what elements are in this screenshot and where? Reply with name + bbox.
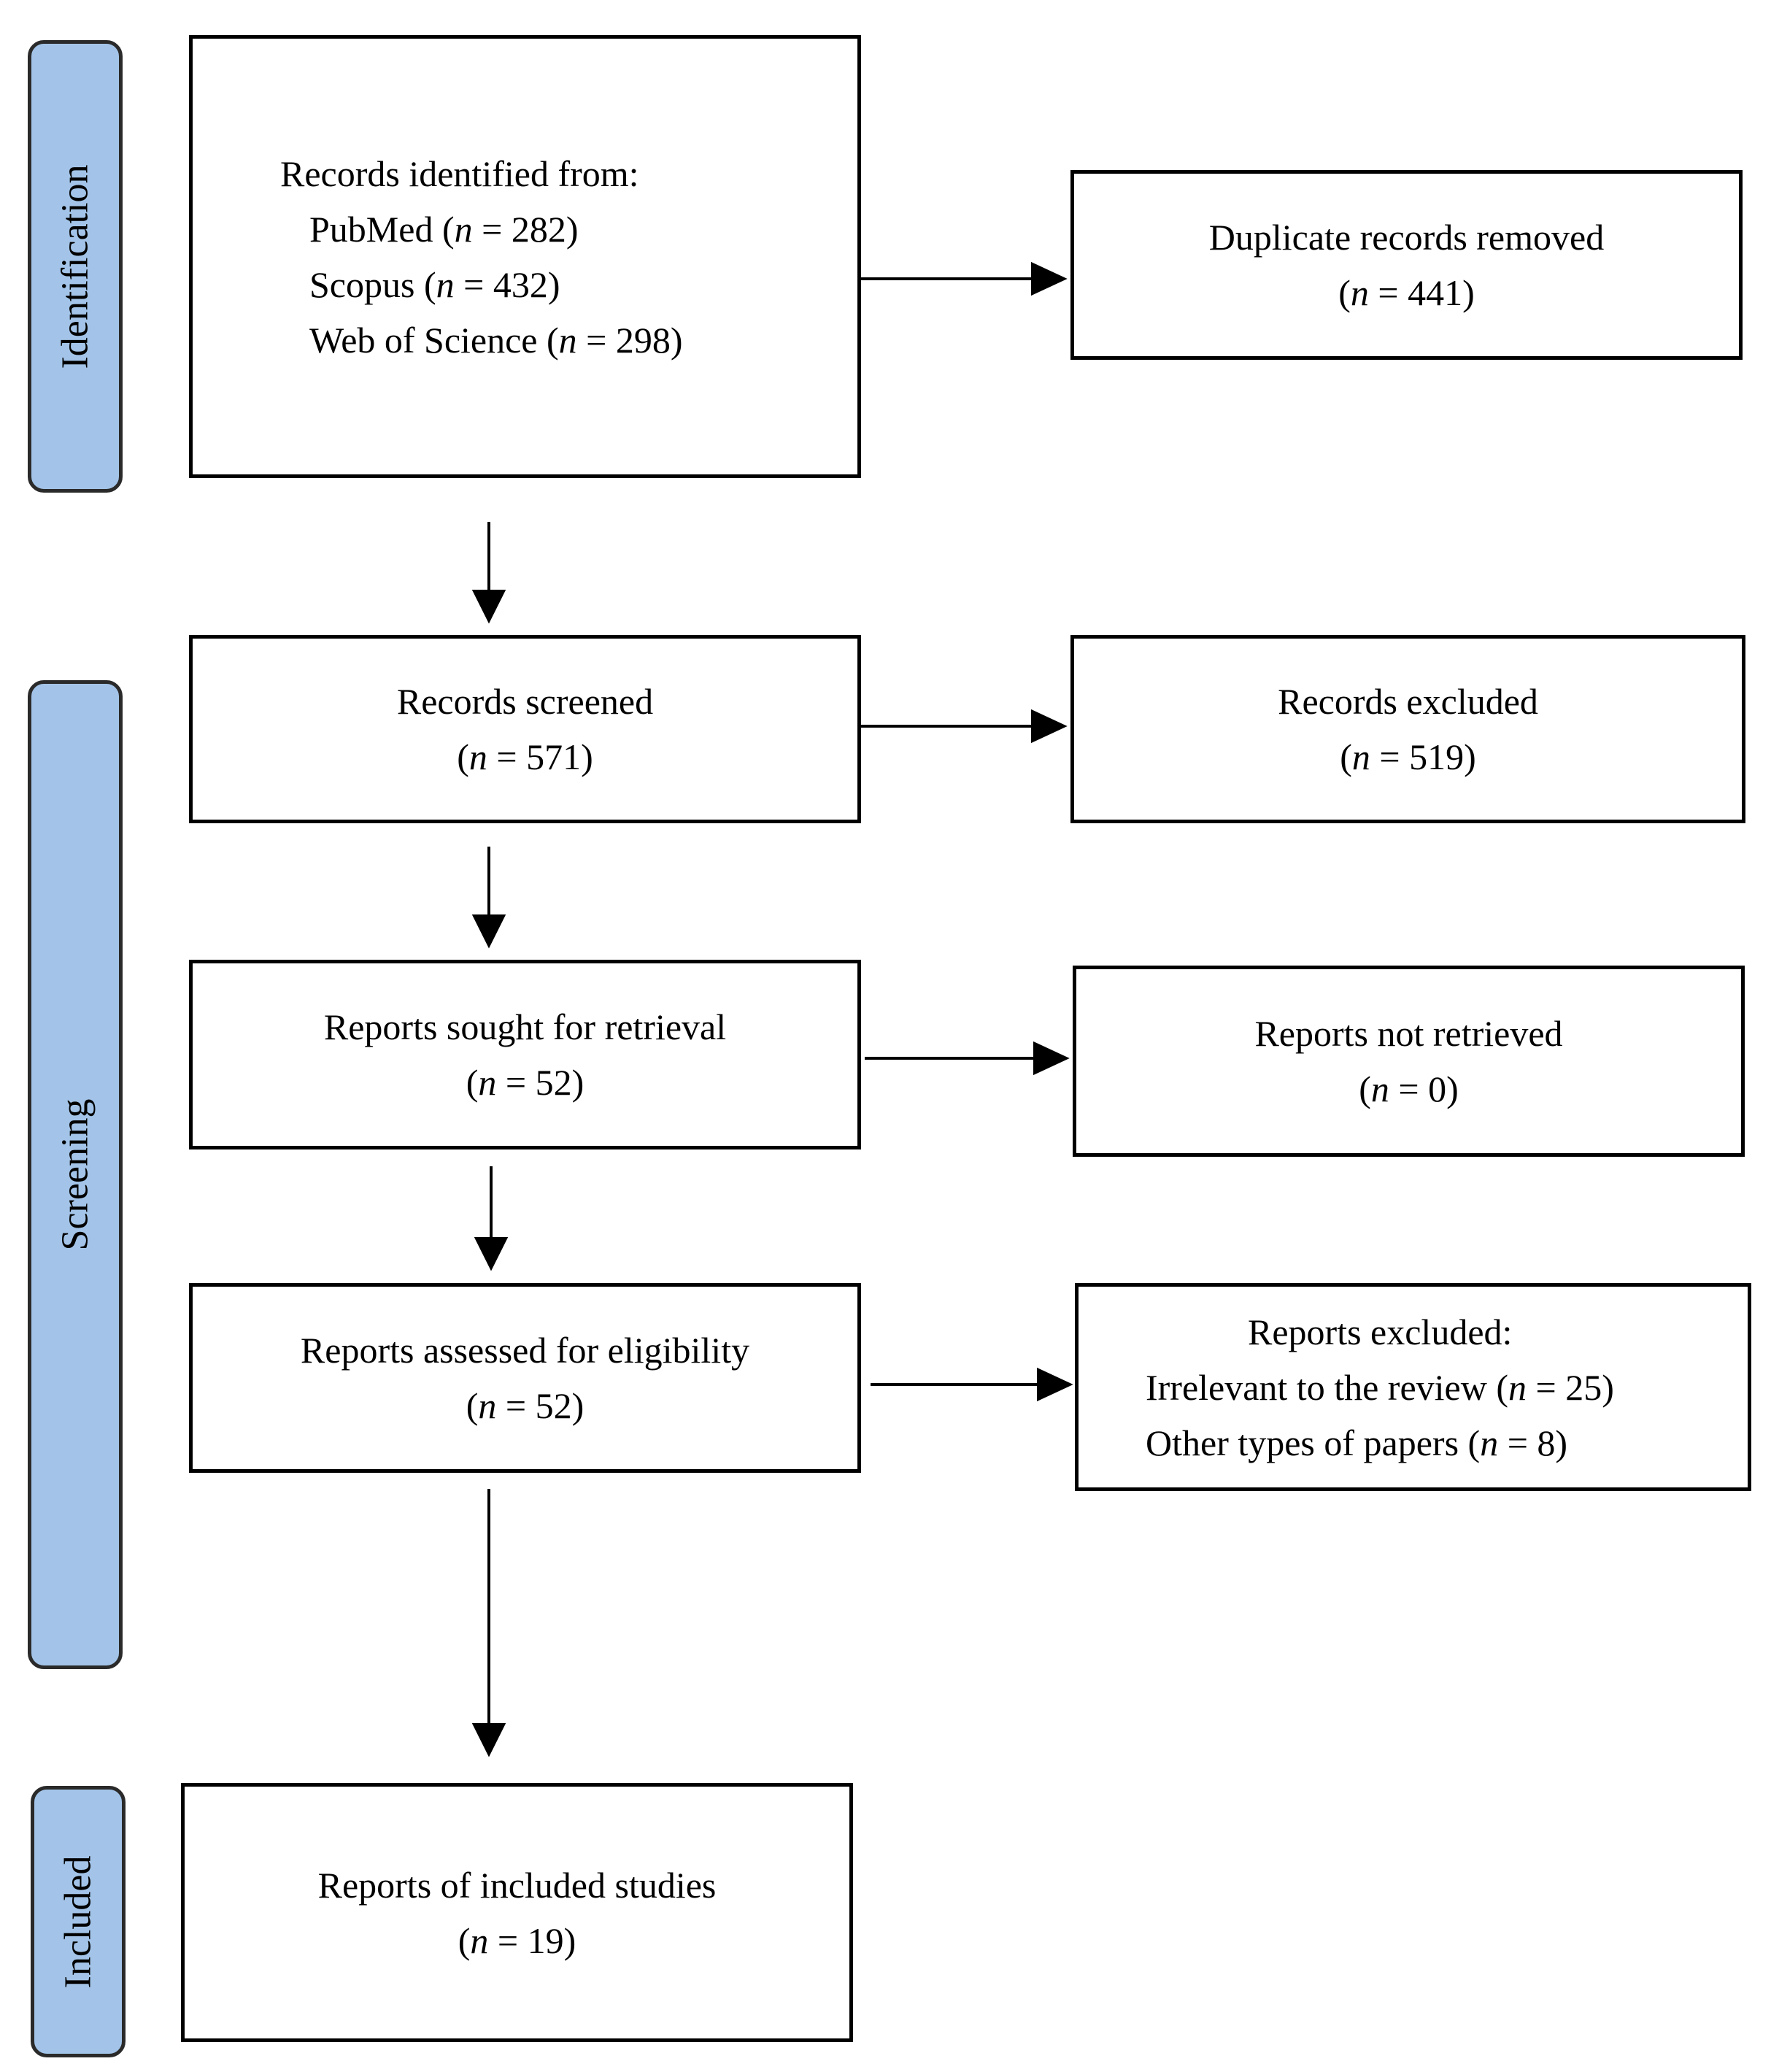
records-excluded-box: Records excluded (n = 519) [1070,635,1745,823]
phase-identification: Identification [28,40,123,493]
records-screened-box: Records screened (n = 571) [189,635,861,823]
duplicates-removed-box: Duplicate records removed (n = 441) [1070,170,1743,360]
arrowhead-identified-to-duplicates [1031,261,1068,296]
reason-other-types: Other types of papers (n = 8) [1146,1422,1568,1463]
records-screened-title: Records screened [396,681,654,722]
arrowhead-identified-to-screened [471,590,506,624]
arrowhead-sought-to-assessed [474,1237,509,1271]
source-pubmed: PubMed (n = 282) [309,208,579,250]
source-web-of-science: Web of Science (n = 298) [309,319,683,361]
source-scopus: Scopus (n = 432) [309,263,560,305]
arrowhead-assessed-to-excluded [1037,1367,1073,1402]
duplicates-removed-title: Duplicate records removed [1208,217,1605,258]
duplicates-removed-count: (n = 441) [1338,272,1475,313]
records-identified-title: Records identified from: [280,153,639,194]
records-excluded-count: (n = 519) [1340,736,1476,777]
arrowhead-screened-to-sought [471,914,506,949]
reports-not-retrieved-count: (n = 0) [1359,1068,1459,1109]
records-excluded-title: Records excluded [1278,681,1538,722]
included-studies-box: Reports of included studies (n = 19) [181,1783,853,2042]
arrowhead-screened-to-excluded [1031,709,1068,744]
reports-assessed-count: (n = 52) [466,1385,584,1426]
reports-excluded-title: Reports excluded: [1248,1311,1513,1352]
reports-assessed-title: Reports assessed for eligibility [300,1330,750,1371]
phase-included: Included [31,1786,126,2057]
reports-excluded-box: Reports excluded: Irrelevant to the revi… [1075,1283,1751,1491]
arrowhead-assessed-to-included [471,1723,506,1757]
reports-sought-box: Reports sought for retrieval (n = 52) [189,960,861,1149]
reports-assessed-box: Reports assessed for eligibility (n = 52… [189,1283,861,1473]
reason-irrelevant: Irrelevant to the review (n = 25) [1146,1366,1614,1408]
records-screened-count: (n = 571) [457,736,593,777]
included-studies-count: (n = 19) [458,1919,576,1961]
reports-not-retrieved-title: Reports not retrieved [1254,1013,1563,1054]
reports-not-retrieved-box: Reports not retrieved (n = 0) [1073,966,1745,1157]
phase-screening: Screening [28,680,123,1669]
records-identified-box: Records identified from: PubMed (n = 282… [189,35,861,478]
reports-sought-title: Reports sought for retrieval [323,1006,727,1047]
reports-sought-count: (n = 52) [466,1062,584,1103]
included-studies-title: Reports of included studies [317,1864,717,1906]
arrowhead-sought-to-not-retrieved [1033,1041,1070,1076]
